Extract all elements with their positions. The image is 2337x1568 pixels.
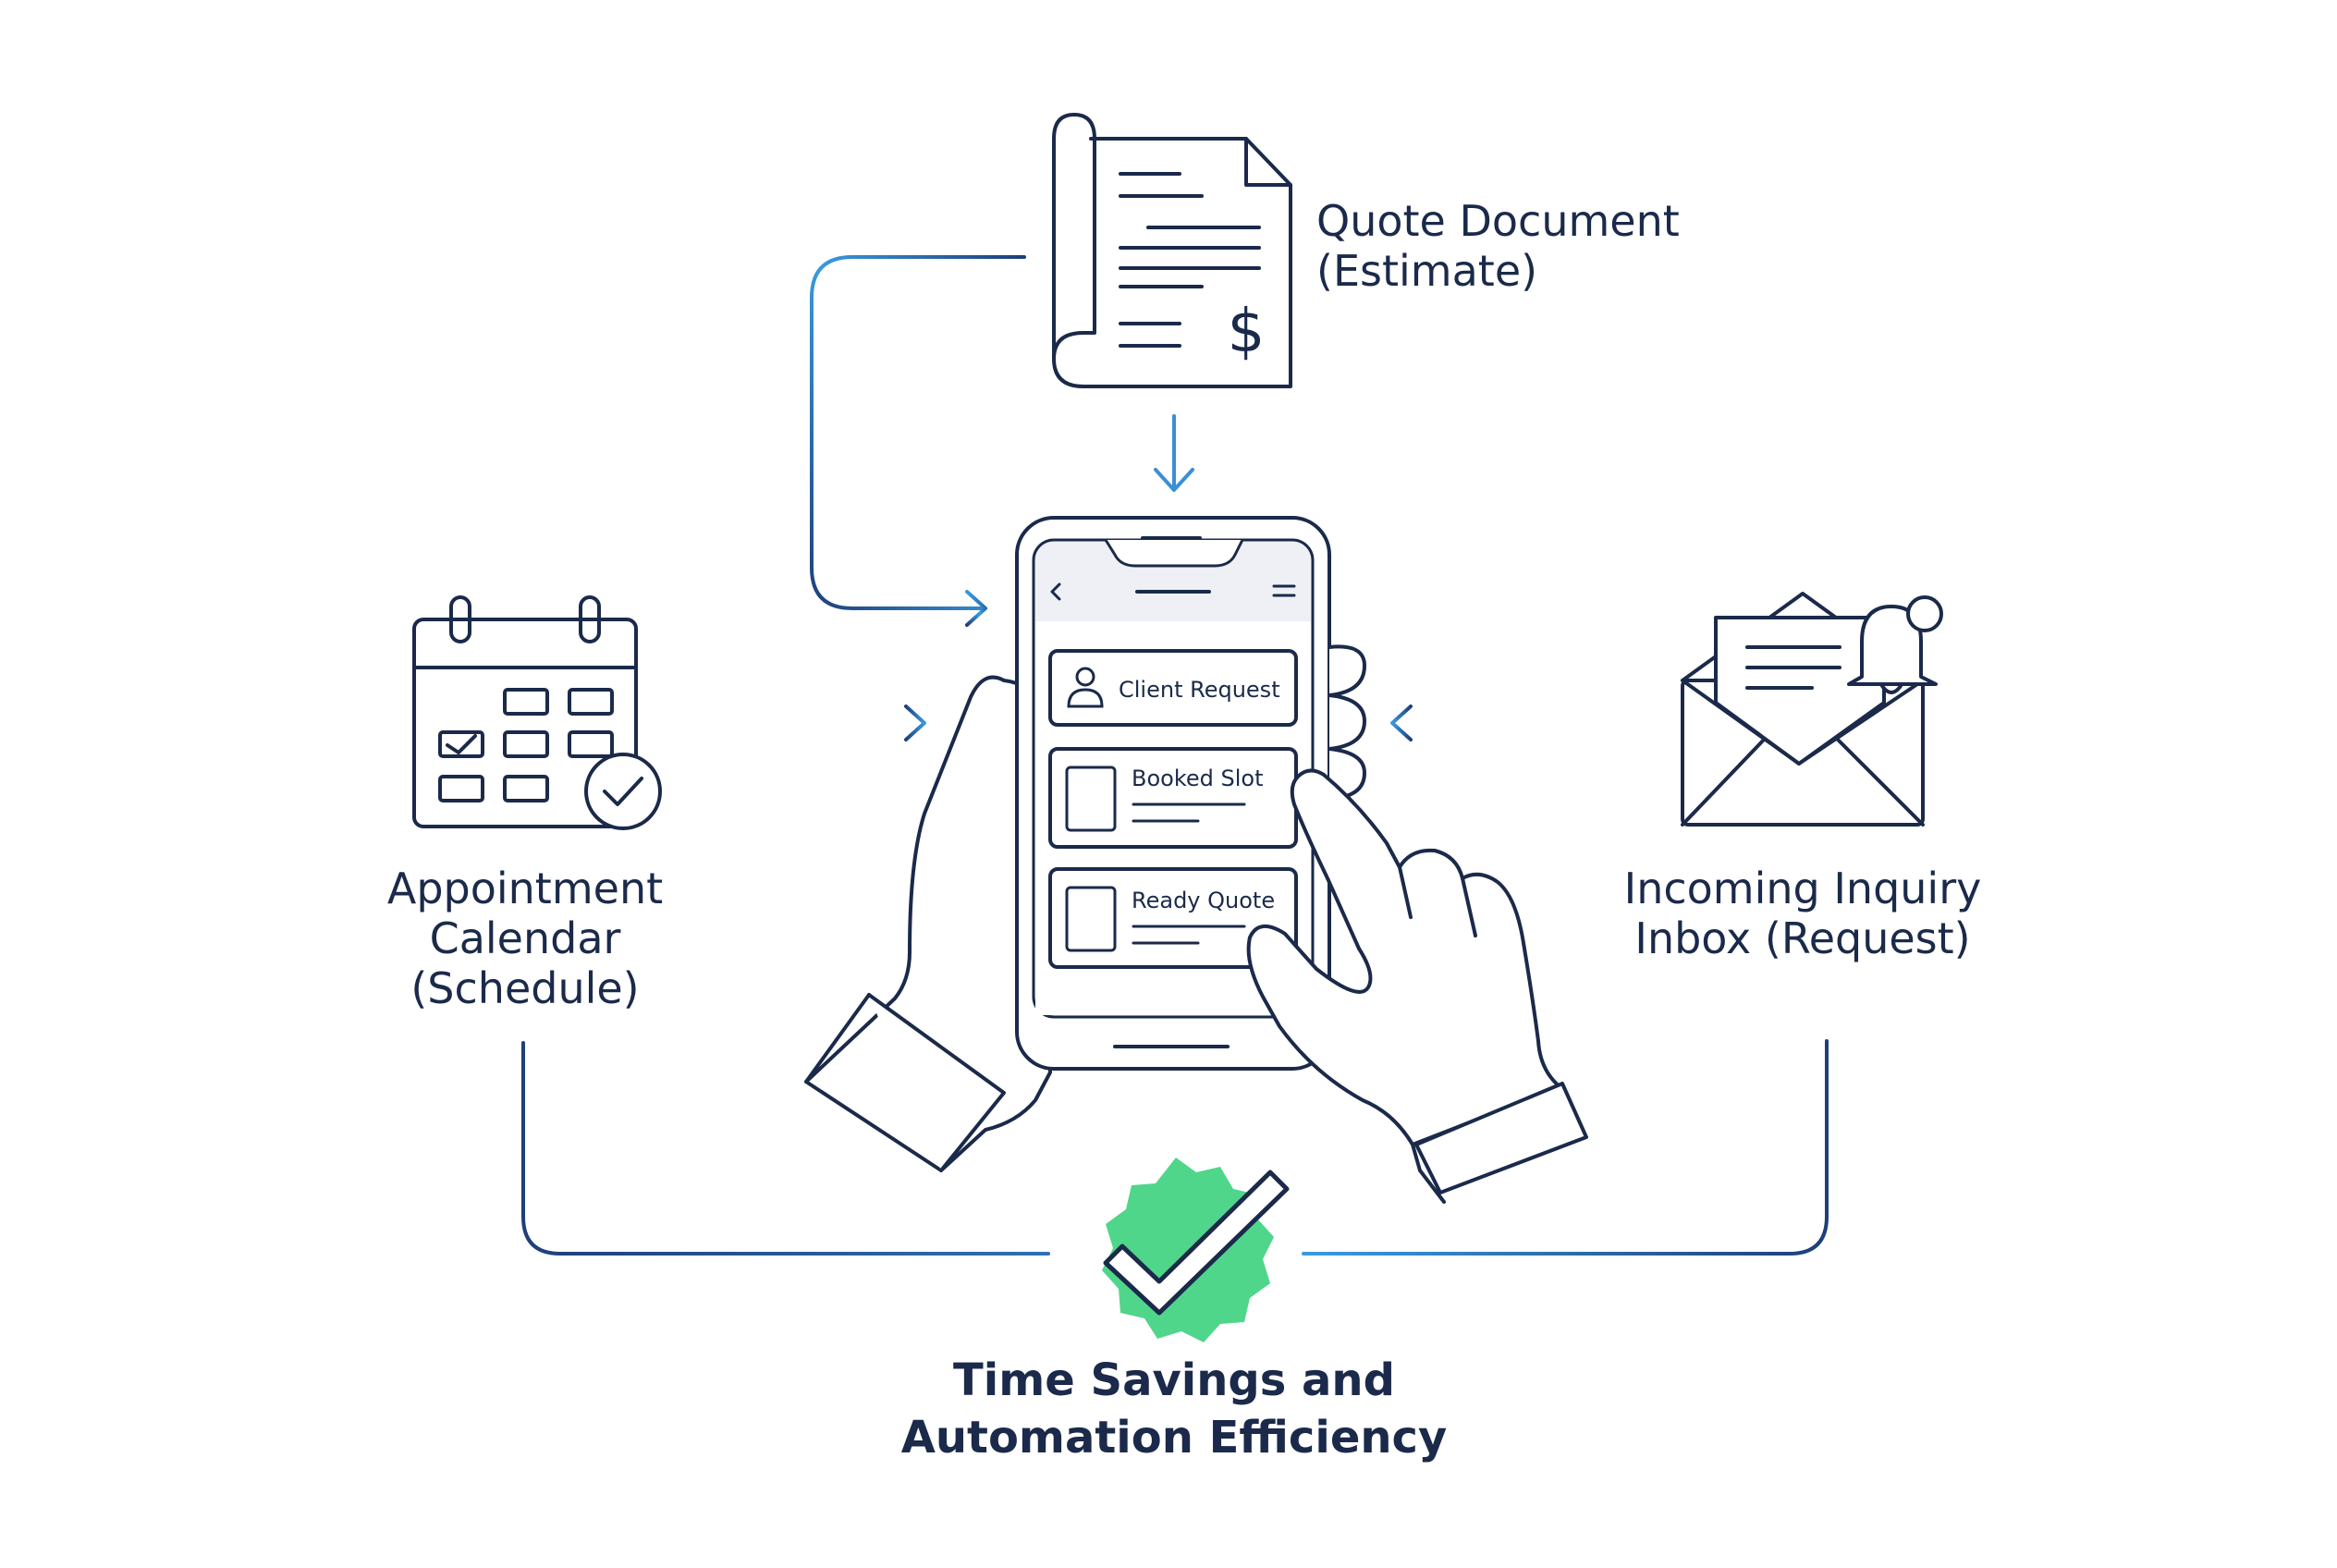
outcome-line1: Time Savings and	[953, 1354, 1395, 1406]
quote-document-label: Quote Document (Estimate)	[1316, 196, 1705, 296]
card-booked-slot[interactable]: Booked Slot	[1048, 747, 1298, 849]
quote-document-icon	[1052, 113, 1292, 388]
dollar-sign-icon: $	[1228, 298, 1266, 366]
connector-inbox-to-phone	[1390, 704, 1647, 741]
appointment-calendar-label: Appointment Calendar (Schedule)	[348, 864, 703, 1013]
inbox-label-line2: Inbox (Request)	[1634, 913, 1971, 963]
envelope-icon	[1681, 592, 1925, 827]
calendar-icon	[412, 595, 638, 828]
card-ready-quote-label: Ready Quote	[1132, 888, 1275, 913]
card-booked-slot-label: Booked Slot	[1132, 766, 1264, 791]
outcome-line2: Automation Efficiency	[900, 1412, 1448, 1464]
check-badge-icon	[1102, 1158, 1290, 1342]
calendar-label-line1: Appointment	[386, 864, 664, 913]
calendar-label-line2: Calendar	[429, 913, 621, 963]
inbox-label-line1: Incoming Inquiry	[1623, 864, 1982, 913]
calendar-label-line3: (Schedule)	[410, 963, 640, 1013]
card-client-request-label: Client Request	[1119, 677, 1280, 703]
incoming-inquiry-label: Incoming Inquiry Inbox (Request)	[1599, 864, 2006, 963]
right-fingers-icon	[1328, 644, 1366, 801]
left-hand-icon	[804, 675, 1052, 1172]
bell-icon	[1847, 595, 1943, 694]
quote-label-line2: (Estimate)	[1316, 246, 1538, 296]
connector-inbox-to-outcome	[1302, 1039, 1829, 1256]
arrow-quote-down	[1154, 414, 1194, 492]
connector-calendar-to-outcome	[521, 1041, 1050, 1256]
user-icon	[1067, 667, 1104, 708]
connector-calendar-to-phone	[671, 704, 926, 741]
check-circle-icon	[584, 753, 662, 830]
right-hand-icon	[1246, 768, 1588, 1204]
card-ready-quote[interactable]: Ready Quote	[1048, 867, 1298, 969]
connector-quote-to-phone	[810, 255, 1026, 627]
quote-label-line1: Quote Document	[1316, 196, 1680, 246]
card-client-request[interactable]: Client Request	[1048, 649, 1298, 727]
outcome-title: Time Savings and Automation Efficiency	[887, 1352, 1461, 1466]
